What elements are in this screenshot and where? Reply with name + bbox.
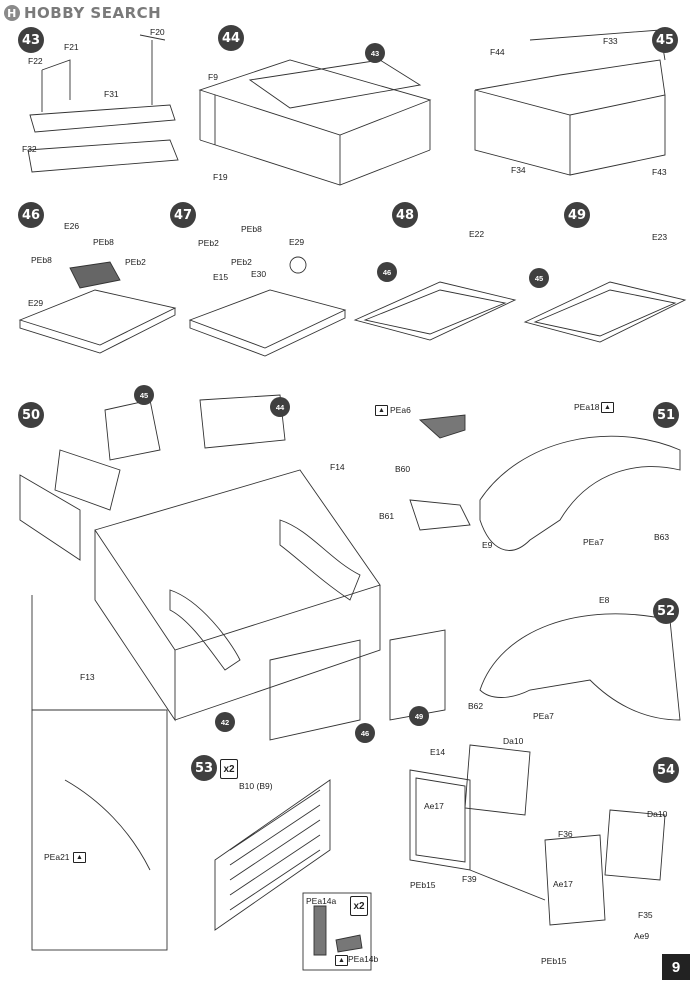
part-label: F32	[22, 144, 37, 154]
part-label: PEa18	[574, 402, 600, 412]
part-label: F34	[511, 165, 526, 175]
quantity-multiplier: x2	[350, 896, 368, 916]
step-badge-49: 49	[564, 202, 590, 228]
step-reference-42: 42	[215, 712, 235, 732]
part-label: PEb8	[93, 237, 114, 247]
step-badge-54: 54	[653, 757, 679, 783]
part-label: PEa7	[533, 711, 554, 721]
part-label: F35	[638, 910, 653, 920]
watermark: H HOBBY SEARCH	[4, 4, 161, 22]
part-label: Ae17	[553, 879, 573, 889]
part-label: F13	[80, 672, 95, 682]
part-label: Ae9	[634, 931, 650, 941]
part-label: PEa7	[583, 537, 604, 547]
part-label: E8	[599, 595, 610, 605]
step-badge-43: 43	[18, 27, 44, 53]
step-badge-50: 50	[18, 402, 44, 428]
part-label: F44	[490, 47, 505, 57]
part-label: F9	[208, 72, 218, 82]
part-label: PEb15	[410, 880, 436, 890]
part-label: PEa14a	[306, 896, 337, 906]
part-label: B63	[654, 532, 670, 542]
part-label: E15	[213, 272, 229, 282]
part-label: E29	[28, 298, 44, 308]
step-reference-43: 43	[365, 43, 385, 63]
part-label: E29	[289, 237, 305, 247]
part-label: PEb15	[541, 956, 567, 966]
photo-etched-part-icon: ▲	[375, 405, 388, 416]
step-reference-46: 46	[355, 723, 375, 743]
part-label: F14	[330, 462, 345, 472]
photo-etched-part-icon: ▲	[335, 955, 348, 966]
part-label: PEa6	[390, 405, 411, 415]
part-label: Da10	[503, 736, 524, 746]
watermark-text: HOBBY SEARCH	[24, 4, 162, 22]
part-label: F20	[150, 27, 165, 37]
part-label: F21	[64, 42, 79, 52]
part-label: Ae17	[424, 801, 444, 811]
step-reference-45: 45	[529, 268, 549, 288]
part-label: F19	[213, 172, 228, 182]
part-label: E26	[64, 221, 80, 231]
step-reference-44: 44	[270, 397, 290, 417]
part-label: PEb2	[231, 257, 252, 267]
part-label: F33	[603, 36, 618, 46]
part-label: B60	[395, 464, 411, 474]
part-label: F39	[462, 874, 477, 884]
step-badge-52: 52	[653, 598, 679, 624]
step-badge-45: 45	[652, 27, 678, 53]
part-label: E23	[652, 232, 668, 242]
part-label: B62	[468, 701, 484, 711]
part-label: E9	[482, 540, 493, 550]
quantity-multiplier: x2	[220, 759, 238, 779]
part-label: F31	[104, 89, 119, 99]
step-badge-48: 48	[392, 202, 418, 228]
part-label: PEb2	[198, 238, 219, 248]
step-reference-46: 46	[377, 262, 397, 282]
page-number: 9	[662, 954, 690, 980]
part-label: Da10	[647, 809, 668, 819]
part-label: PEb8	[31, 255, 52, 265]
part-label: PEa14b	[348, 954, 379, 964]
part-label: B10 (B9)	[239, 781, 273, 791]
photo-etched-part-icon: ▲	[601, 402, 614, 413]
step-reference-45: 45	[134, 385, 154, 405]
part-label: B61	[379, 511, 395, 521]
step-badge-47: 47	[170, 202, 196, 228]
part-label: F22	[28, 56, 43, 66]
step-badge-46: 46	[18, 202, 44, 228]
part-label: F43	[652, 167, 667, 177]
part-label: E14	[430, 747, 446, 757]
part-label: PEb2	[125, 257, 146, 267]
watermark-logo: H	[4, 5, 20, 21]
part-label: PEb8	[241, 224, 262, 234]
step-badge-53: 53	[191, 755, 217, 781]
photo-etched-part-icon: ▲	[73, 852, 86, 863]
step-badge-51: 51	[653, 402, 679, 428]
part-label: E22	[469, 229, 485, 239]
step-reference-49: 49	[409, 706, 429, 726]
part-label: F36	[558, 829, 573, 839]
part-label: E30	[251, 269, 267, 279]
part-label: PEa21	[44, 852, 70, 862]
step-badge-44: 44	[218, 25, 244, 51]
